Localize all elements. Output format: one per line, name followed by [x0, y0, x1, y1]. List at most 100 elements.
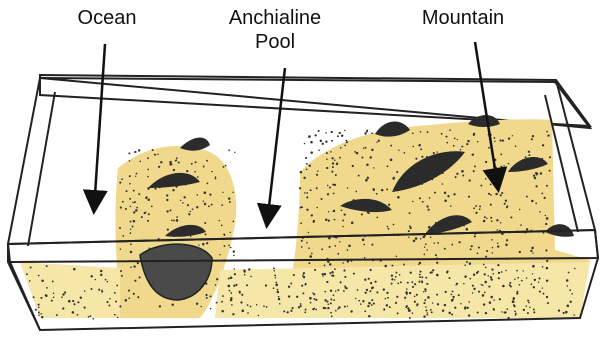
sand-grain — [299, 187, 301, 189]
sand-grain — [304, 284, 306, 286]
sand-grain — [350, 310, 352, 312]
sand-grain — [343, 290, 345, 292]
sand-grain — [98, 289, 100, 291]
sand-grain — [233, 250, 235, 252]
sand-grain — [316, 187, 318, 189]
sand-grain — [310, 189, 312, 191]
sand-grain — [236, 284, 238, 286]
sand-grain — [160, 161, 162, 163]
sand-grain — [499, 183, 501, 185]
sand-grain — [398, 149, 399, 150]
sand-grain — [84, 307, 86, 309]
sand-grain — [469, 278, 471, 280]
sand-grain — [532, 273, 533, 274]
sand-grain — [171, 219, 173, 221]
sand-grain — [405, 291, 407, 293]
sand-grain — [247, 312, 249, 314]
sand-grain — [506, 308, 508, 310]
sand-grain — [206, 182, 208, 184]
sand-grain — [135, 209, 138, 212]
sand-grain — [114, 292, 116, 294]
sand-grain — [274, 274, 276, 276]
sand-grain — [327, 185, 328, 186]
sand-grain — [169, 209, 171, 211]
sand-grain — [326, 301, 328, 303]
sand-grain — [353, 273, 355, 275]
sand-grain — [457, 139, 458, 140]
sand-grain — [497, 264, 499, 266]
sand-grain — [574, 268, 576, 270]
sand-grain — [370, 269, 372, 271]
sand-grain — [316, 207, 318, 209]
sand-grain — [125, 299, 128, 302]
sand-grain — [273, 267, 275, 269]
sand-grain — [464, 276, 466, 278]
sand-grain — [331, 140, 333, 142]
sand-grain — [194, 171, 196, 173]
sand-grain — [467, 307, 469, 309]
sand-grain — [221, 204, 223, 206]
sand-grain — [133, 211, 135, 213]
sand-grain — [480, 185, 482, 187]
sand-grain — [414, 283, 416, 285]
sand-grain — [330, 289, 332, 291]
sand-grain — [373, 303, 375, 305]
sand-grain — [444, 304, 446, 306]
sand-grain — [101, 291, 103, 293]
sand-grain — [492, 252, 494, 254]
sand-grain — [491, 268, 493, 270]
sand-grain — [310, 141, 313, 144]
sand-grain — [342, 262, 344, 264]
sand-grain — [306, 196, 308, 198]
sand-grain — [232, 313, 234, 315]
sand-grain — [325, 218, 327, 220]
sand-grain — [493, 299, 495, 301]
sand-grain — [425, 309, 427, 311]
sand-grain — [361, 213, 363, 215]
sand-grain — [449, 277, 451, 279]
sand-grain — [483, 220, 486, 223]
sand-grain — [456, 173, 458, 175]
sand-grain — [372, 286, 374, 288]
sand-grain — [396, 255, 398, 257]
sand-grain — [520, 224, 522, 226]
sand-grain — [477, 311, 479, 313]
sand-grain — [501, 311, 503, 313]
sand-grain — [52, 280, 54, 282]
sand-grain — [505, 244, 508, 247]
sand-grain — [409, 317, 411, 319]
sand-grain — [366, 164, 369, 167]
sand-grain — [424, 299, 426, 301]
sand-grain — [455, 176, 457, 178]
sand-grain — [505, 270, 506, 271]
sand-grain — [360, 303, 362, 305]
sand-grain — [368, 302, 371, 305]
sand-grain — [137, 296, 139, 298]
sand-grain — [228, 278, 230, 280]
sand-grain — [30, 266, 32, 268]
sand-grain — [472, 153, 474, 155]
sand-grain — [73, 268, 76, 271]
sand-grain — [458, 294, 460, 296]
sand-grain — [278, 298, 280, 300]
sand-grain — [240, 301, 242, 303]
sand-grain — [452, 290, 454, 292]
sand-grain — [334, 159, 336, 161]
sand-grain — [317, 170, 319, 172]
sand-grain — [454, 138, 456, 140]
sand-grain — [468, 301, 470, 303]
sand-grain — [483, 303, 485, 305]
sand-grain — [434, 192, 436, 194]
sand-grain — [340, 147, 342, 149]
sand-grain — [354, 151, 356, 153]
sand-grain — [315, 299, 317, 301]
sand-grain — [145, 212, 146, 213]
sand-grain — [331, 275, 332, 276]
sand-grain — [573, 314, 575, 316]
sand-grain — [311, 253, 313, 255]
sand-grain — [490, 194, 492, 196]
sand-grain — [225, 165, 227, 167]
sand-grain — [413, 146, 415, 148]
sand-grain — [415, 158, 417, 160]
sand-grain — [363, 244, 365, 246]
